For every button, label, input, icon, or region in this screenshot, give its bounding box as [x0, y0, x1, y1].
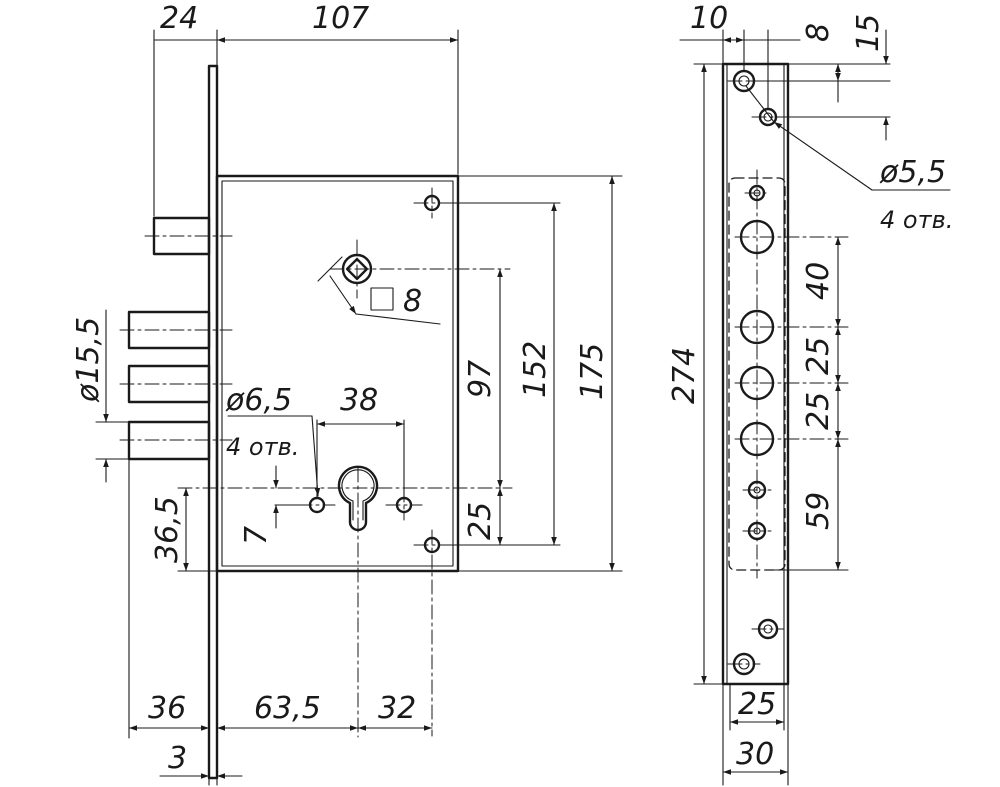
dim-8-side: 8	[801, 23, 836, 42]
mounting-hole-left	[297, 496, 336, 514]
dim-d6-5: ø6,5	[225, 383, 292, 418]
bolt-hole-1	[734, 219, 849, 255]
dim-10: 10	[690, 1, 728, 36]
square-symbol	[370, 287, 394, 311]
dim-59: 59	[801, 492, 836, 530]
dim-25-case: 25	[463, 502, 498, 540]
bolt-hole-2	[734, 309, 849, 345]
dim-63-5: 63,5	[254, 691, 321, 726]
dim-25-bolt-b: 25	[801, 392, 836, 430]
dim-30: 30	[736, 737, 774, 772]
dim-7: 7	[239, 526, 274, 545]
faceplate-outline	[721, 62, 790, 686]
screw-hole-bottom-2	[727, 652, 761, 676]
dim-107: 107	[312, 1, 369, 36]
dim-d5-5: ø5,5	[879, 155, 946, 190]
dim-d15-5: ø15,5	[71, 317, 106, 403]
dim-36-5: 36,5	[150, 496, 185, 563]
note-4-holes-left: 4 отв.	[226, 433, 299, 461]
dim-15: 15	[851, 14, 886, 52]
lock-case	[215, 174, 460, 573]
mounting-hole-bottom	[413, 529, 451, 737]
dim-25-bottom: 25	[738, 687, 776, 722]
dim-3: 3	[168, 741, 187, 776]
dim-25-bolt-a: 25	[801, 337, 836, 375]
dim-40: 40	[801, 262, 836, 300]
dim-152: 152	[518, 341, 553, 398]
dim-97: 97	[463, 360, 498, 398]
note-4-holes-right: 4 отв.	[880, 206, 953, 234]
dim-274: 274	[667, 347, 702, 404]
dim-24: 24	[160, 1, 198, 36]
lock-front-view	[119, 64, 513, 780]
dim-38: 38	[340, 383, 378, 418]
side-view-dimensions: 10 8 15 ø5,5 4 отв. 40 25 25 59 274	[667, 1, 953, 786]
dim-36: 36	[148, 691, 186, 726]
front-view-dimensions: 24 107 8 97 25 152 175 ø15,5 ø6,5	[71, 1, 623, 786]
dim-175: 175	[575, 343, 610, 400]
cylinder-cutout	[177, 465, 513, 738]
dim-32: 32	[378, 691, 416, 726]
dim-square-8: 8	[403, 284, 422, 319]
lock-case-inner-edge	[221, 180, 454, 567]
screw-hole-bottom-1	[751, 618, 785, 640]
spindle-hub	[329, 239, 511, 299]
faceplate-side-view	[721, 62, 849, 686]
